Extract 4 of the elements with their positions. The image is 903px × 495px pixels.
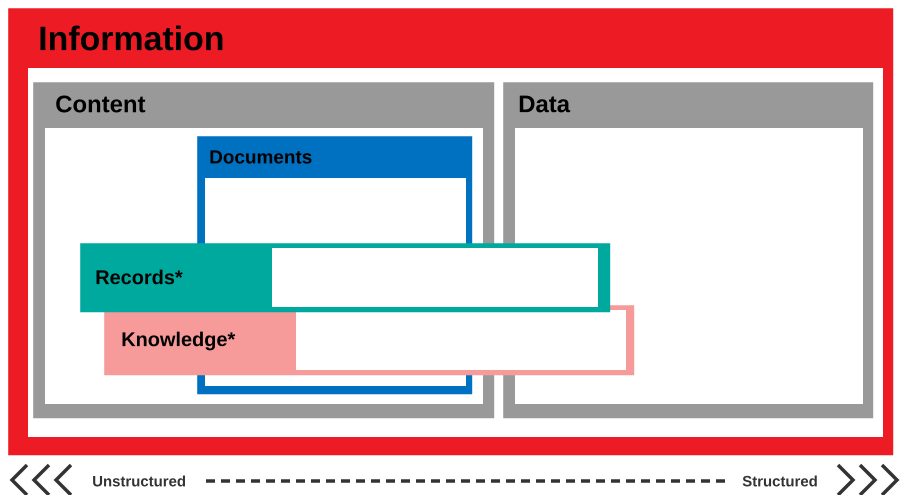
records-bar: Records* (80, 243, 610, 312)
axis-label: Unstructured (93, 476, 186, 486)
knowledge-bar: Knowledge* (104, 305, 634, 376)
axis-label: Structured (742, 476, 817, 486)
